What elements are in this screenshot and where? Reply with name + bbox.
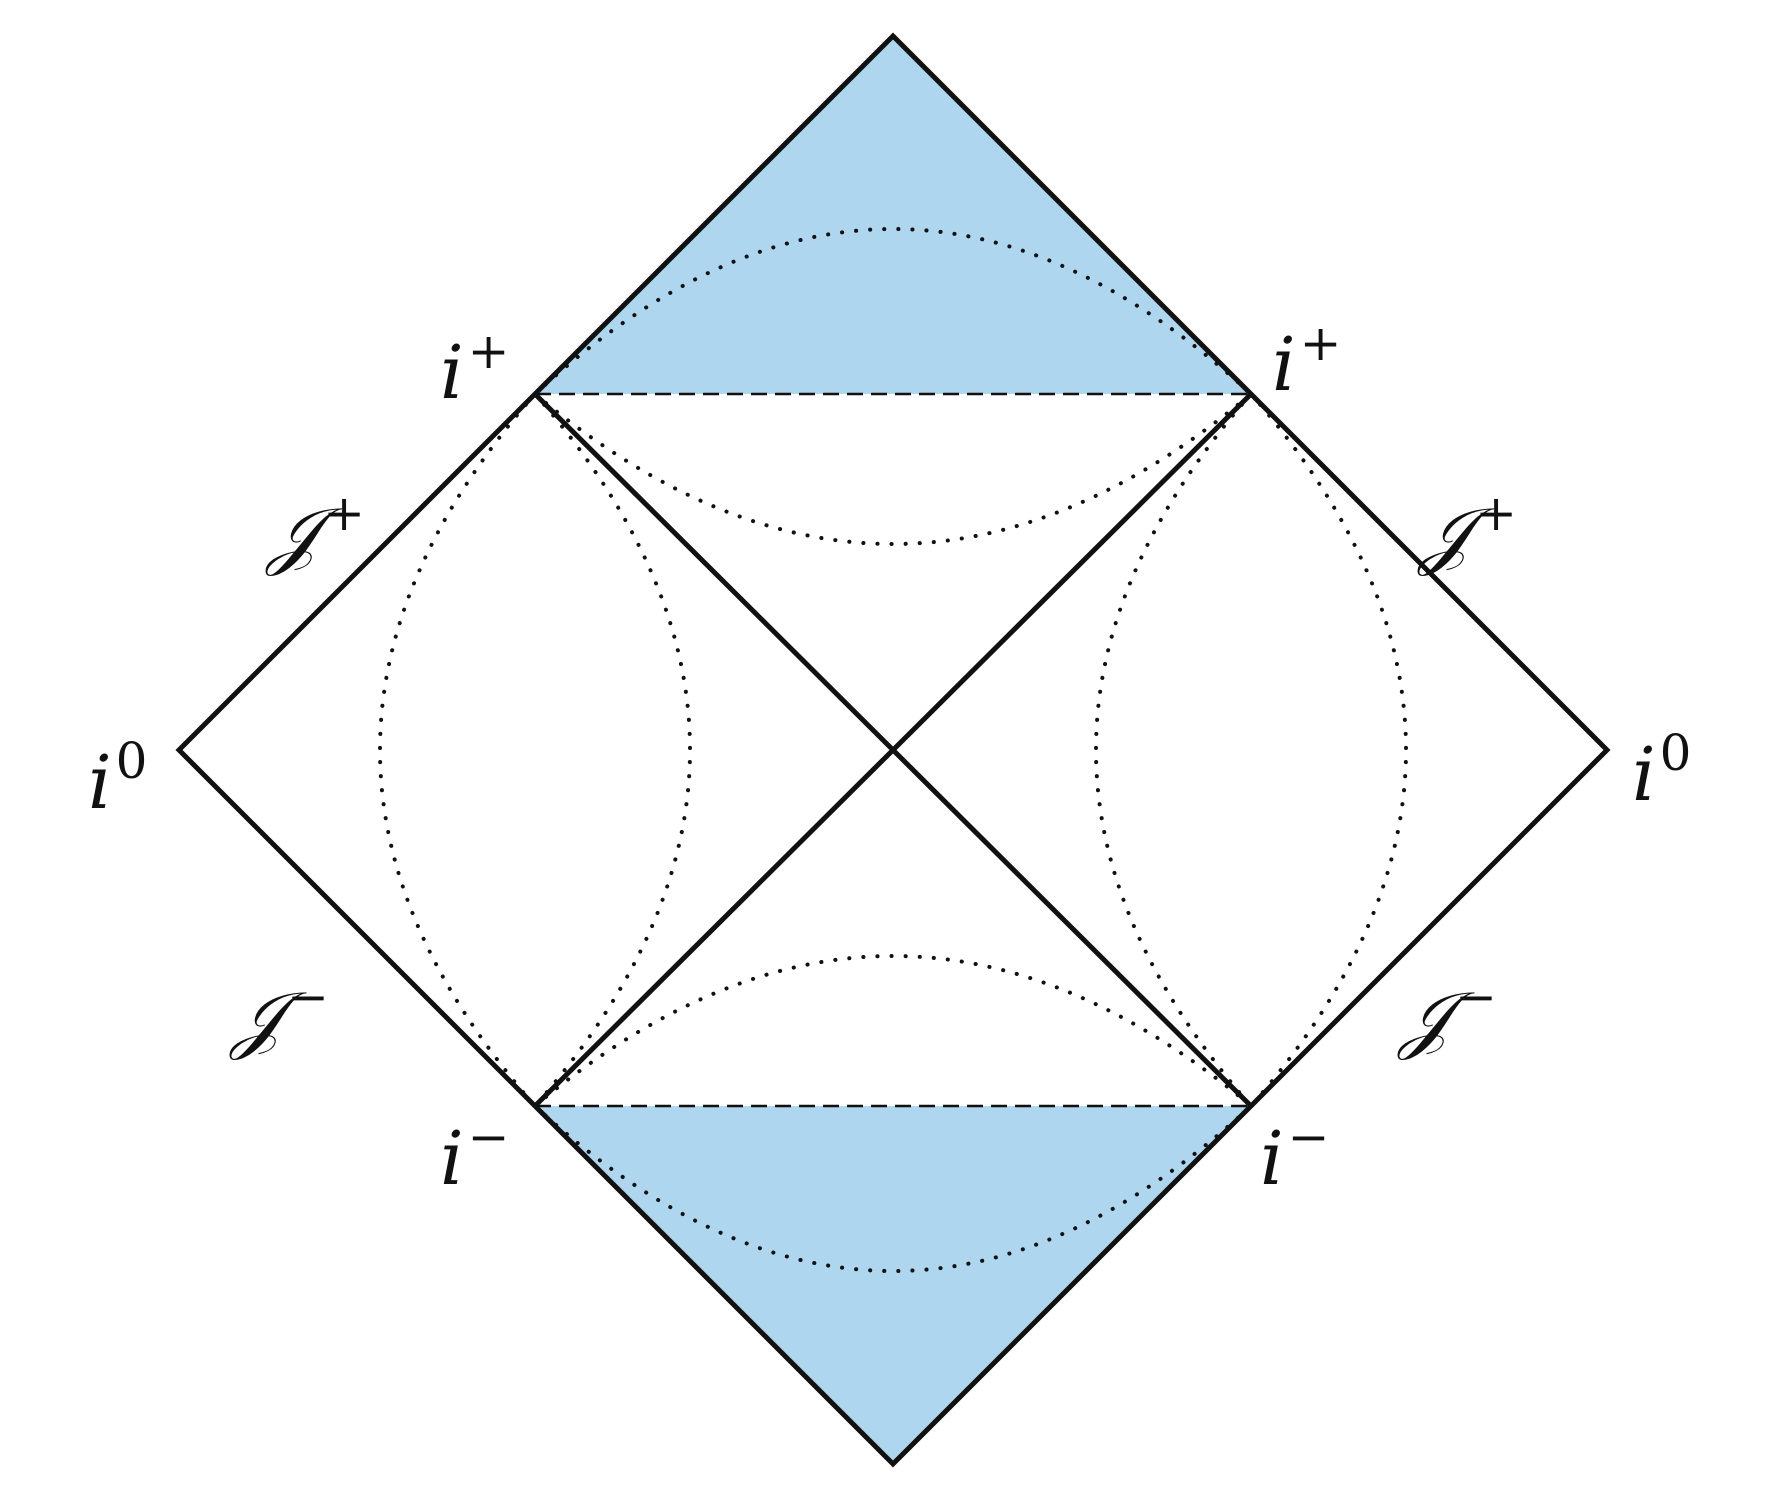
dotted-curve-lower-middle — [533, 954, 1253, 1108]
label-scri-plus-right: 𝒥+ — [1420, 488, 1517, 572]
label-base: i — [88, 740, 112, 826]
label-sup: − — [287, 968, 329, 1026]
horizon-line-ascending — [533, 392, 1253, 1108]
lower-shaded-region — [535, 1106, 1251, 1464]
label-sup: 0 — [115, 732, 148, 790]
label-sup: − — [467, 1108, 510, 1166]
label-base: 𝒥 — [1420, 492, 1472, 578]
dotted-curve-left-outer — [378, 392, 537, 1108]
dotted-curve-top — [533, 227, 1253, 396]
label-i-zero-right: i0 — [1632, 728, 1691, 812]
label-base: 𝒥 — [232, 976, 284, 1062]
dotted-curve-bottom — [533, 1104, 1253, 1273]
label-base: i — [1272, 322, 1296, 408]
label-sup: − — [1455, 968, 1497, 1026]
label-base: i — [440, 1116, 464, 1202]
label-base: i — [1260, 1116, 1284, 1202]
label-sup: 0 — [1659, 724, 1692, 782]
dotted-curve-right-outer — [1249, 392, 1408, 1108]
label-base: i — [1632, 732, 1656, 818]
label-i-plus-left: i+ — [440, 326, 510, 410]
label-sup: + — [467, 322, 510, 380]
label-scri-minus-left: 𝒥− — [232, 972, 329, 1056]
label-sup: + — [1475, 484, 1517, 542]
label-i-zero-left: i0 — [88, 736, 147, 820]
label-sup: − — [1287, 1108, 1330, 1166]
label-scri-minus-right: 𝒥− — [1400, 972, 1497, 1056]
label-scri-plus-left: 𝒥+ — [268, 488, 365, 572]
label-sup: + — [323, 484, 365, 542]
upper-shaded-region — [535, 36, 1251, 394]
label-sup: + — [1299, 314, 1342, 372]
label-i-plus-right: i+ — [1272, 318, 1342, 402]
diagram-outline — [175, 32, 1611, 1468]
dotted-curve-left-inner — [533, 392, 692, 1108]
label-i-minus-left: i− — [440, 1112, 510, 1196]
label-base: 𝒥 — [268, 492, 320, 578]
dotted-curve-right-inner — [1094, 392, 1253, 1108]
label-base: 𝒥 — [1400, 976, 1452, 1062]
label-i-minus-right: i− — [1260, 1112, 1330, 1196]
dotted-curve-upper-middle — [533, 392, 1253, 546]
label-base: i — [440, 330, 464, 416]
